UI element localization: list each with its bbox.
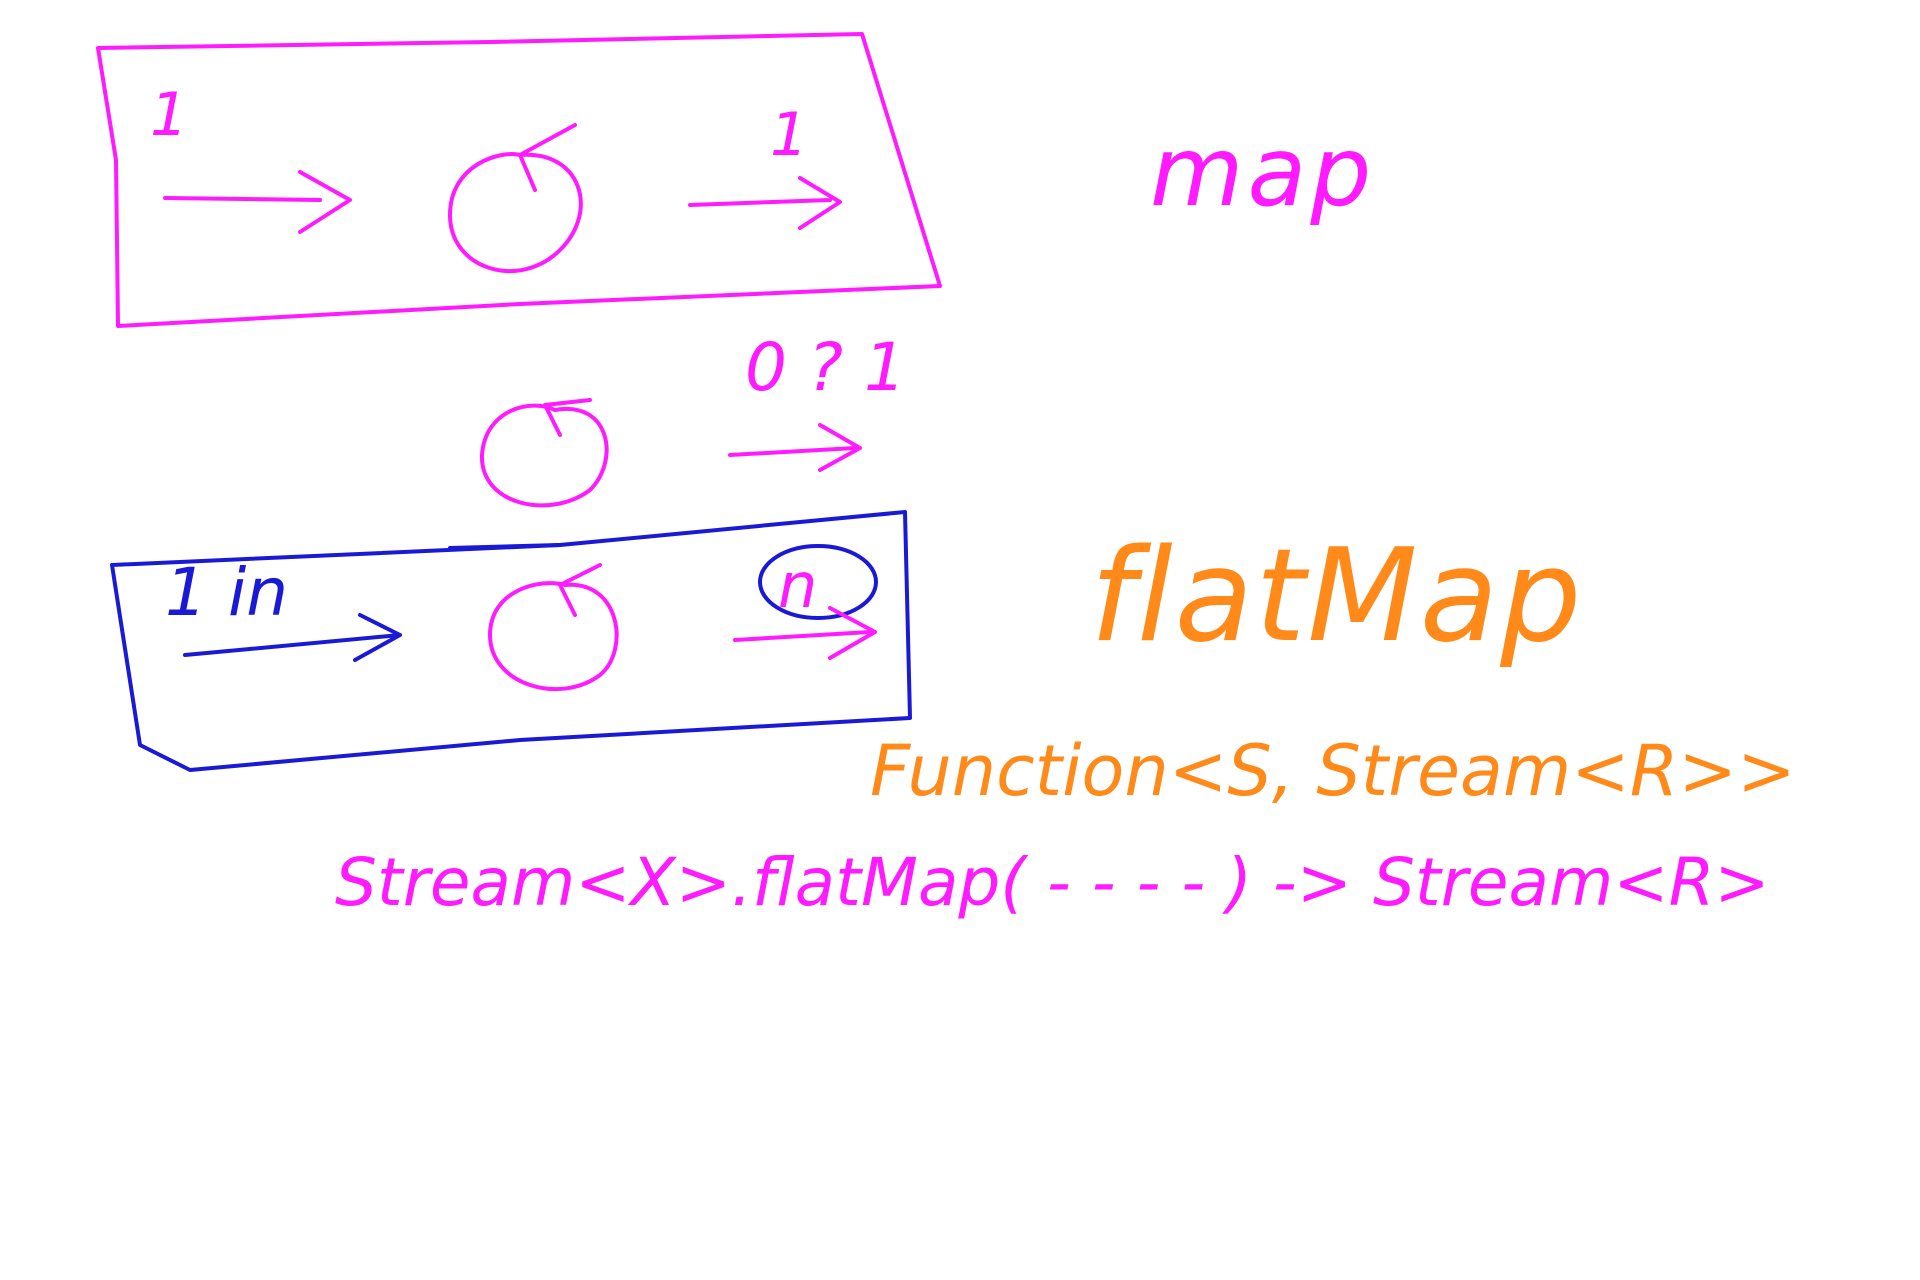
flatmap-output-arrow <box>733 606 877 660</box>
flatmap-output-highlight <box>758 544 878 620</box>
map-output-count: 1 <box>770 100 808 170</box>
map-input-arrow <box>163 170 352 234</box>
optional-question: 0 ? 1 <box>745 329 906 406</box>
optional-function-circle <box>479 398 609 508</box>
flatmap-diagram: 1 in n <box>110 510 912 772</box>
flatmap-output: n <box>778 549 817 622</box>
optional-arrow <box>728 423 862 472</box>
optional-diagram: 0 ? 1 <box>479 329 906 508</box>
flatmap-box <box>110 510 912 772</box>
map-function-circle <box>448 123 583 274</box>
map-title: map <box>1150 116 1375 228</box>
flatmap-input: 1 in <box>165 554 288 631</box>
map-box <box>96 32 942 328</box>
map-output-arrow <box>688 176 842 230</box>
map-diagram: 1 1 <box>96 32 942 328</box>
flatmap-input-arrow <box>183 613 402 662</box>
flatmap-function-circle <box>488 563 619 691</box>
code-expression: Stream<X>.flatMap( - - - - ) -> Stream<R… <box>335 844 1770 921</box>
map-input-count: 1 <box>150 80 188 150</box>
function-signature: Function<S, Stream<R>> <box>870 730 1796 812</box>
flatmap-title: flatMap <box>1090 522 1583 671</box>
